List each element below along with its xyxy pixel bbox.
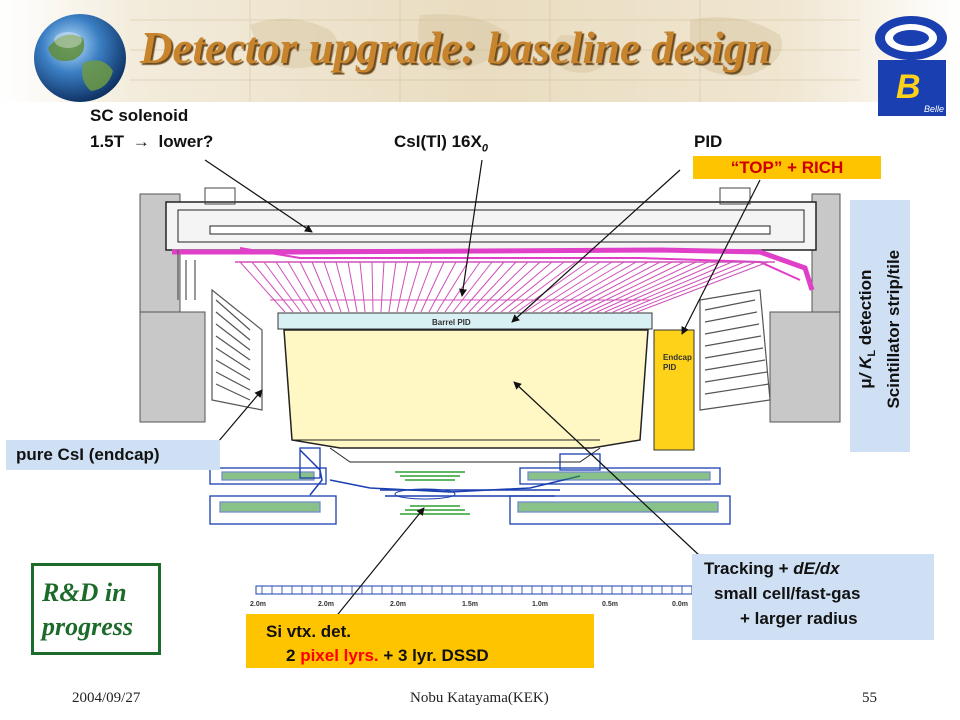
page-title: Detector upgrade: baseline design <box>140 23 772 73</box>
arrow-si-vtx <box>329 507 425 625</box>
arrow-csi <box>459 159 483 297</box>
csi-label-main: CsI(Tl) 16X <box>394 132 482 151</box>
arrow-right-icon: → <box>132 132 150 151</box>
arrow-pid-endcap <box>681 179 761 335</box>
footer-date: 2004/09/27 <box>72 690 141 706</box>
barrel-pid-label: Barrel PID <box>432 318 471 327</box>
leader-lines <box>204 159 761 625</box>
kl-subscript: L <box>866 349 879 357</box>
arrow-pid-barrel <box>511 169 681 323</box>
magenta-cryo-line <box>172 247 815 291</box>
footer-page-number: 55 <box>862 690 877 706</box>
scale-bar <box>255 585 693 595</box>
rd-in-progress-box: R&D in progress <box>31 563 161 655</box>
si-vertex-detector <box>395 471 470 515</box>
scale-tick-label: 2.0m <box>318 601 334 608</box>
si-vertex-line2-a: 2 <box>286 646 301 665</box>
muon-detection-line2: Scintillator strip/tile <box>884 249 904 409</box>
pid-label: PID <box>694 132 723 151</box>
kl-symbol: / K <box>855 356 875 379</box>
csi-label-sub: 0 <box>481 142 488 155</box>
si-vertex-line1: Si vtx. det. <box>266 622 352 641</box>
endcap-pid-label-1: Endcap <box>663 353 692 362</box>
tracking-line1-a: Tracking + <box>704 559 794 578</box>
muon-detection-word: detection <box>855 269 875 350</box>
tracking-label-box: Tracking + dE/dx small cell/fast-gas + l… <box>692 554 934 640</box>
sc-solenoid-field-label: 1.5T → lower? <box>90 132 213 152</box>
arrow-endcap-csi <box>217 389 263 443</box>
endcap-calorimeter-left <box>177 250 263 411</box>
tracking-line3: + larger radius <box>740 609 858 628</box>
csi-label: CsI(Tl) 16X0 <box>394 132 488 154</box>
scale-tick-label: 1.0m <box>532 601 548 608</box>
si-vertex-line2: 2 pixel lyrs. + 3 lyr. DSSD <box>266 644 594 668</box>
arrow-tracking <box>513 381 701 557</box>
rd-line-2: progress <box>42 612 134 641</box>
beamline-left <box>209 447 337 525</box>
muon-detection-box: μ/ KL detection Scintillator strip/tile <box>850 200 910 452</box>
tracking-dedx: dE/dx <box>793 559 840 578</box>
scale-tick-label: 2.0m <box>250 601 266 608</box>
scale-tick-label: 2.0m <box>390 601 406 608</box>
barrel-pid <box>277 312 653 330</box>
tracking-line2: small cell/fast-gas <box>714 584 861 603</box>
sc-solenoid-field-question: lower? <box>158 132 214 151</box>
belle-logo-text: Belle <box>924 104 944 114</box>
endcap-pid <box>653 329 695 451</box>
sc-solenoid-field-value: 1.5T <box>90 132 125 151</box>
rd-line-1: R&D in <box>42 578 127 607</box>
scale-tick-label: 1.5m <box>462 601 478 608</box>
belle-logo-icon: B Belle <box>875 16 947 116</box>
endcap-pid-label-2: PID <box>663 363 677 372</box>
yoke-right-lower <box>769 311 841 423</box>
sc-solenoid-label: SC solenoid <box>90 106 189 125</box>
barrel-calorimeter <box>235 261 775 313</box>
world-map-watermark <box>130 0 860 102</box>
arrow-solenoid <box>204 159 313 233</box>
si-vertex-line2-b: + 3 lyr. DSSD <box>378 646 489 665</box>
si-vertex-pixel-layers: pixel lyrs. <box>300 646 379 665</box>
scale-tick-label: 0.5m <box>602 601 618 608</box>
svg-text:B: B <box>896 68 921 106</box>
muon-detection-line1: μ/ KL detection <box>855 209 883 449</box>
endcap-calorimeter-right <box>699 289 771 411</box>
footer-author: Nobu Katayama(KEK) <box>410 690 549 706</box>
central-drift-chamber <box>283 329 649 449</box>
top-rich-label: “TOP” + RICH <box>693 156 881 179</box>
si-vertex-label-box: Si vtx. det. 2 pixel lyrs. + 3 lyr. DSSD <box>246 614 594 668</box>
tracking-line1: Tracking + dE/dx <box>692 556 934 581</box>
beamline-right <box>509 453 731 525</box>
title-band <box>0 0 960 102</box>
pure-csi-endcap-label: pure CsI (endcap) <box>6 440 220 470</box>
scale-tick-label: 0.0m <box>672 601 688 608</box>
yoke-left-lower <box>139 311 206 423</box>
globe-icon <box>34 14 126 102</box>
muon-symbol: μ <box>855 378 875 389</box>
